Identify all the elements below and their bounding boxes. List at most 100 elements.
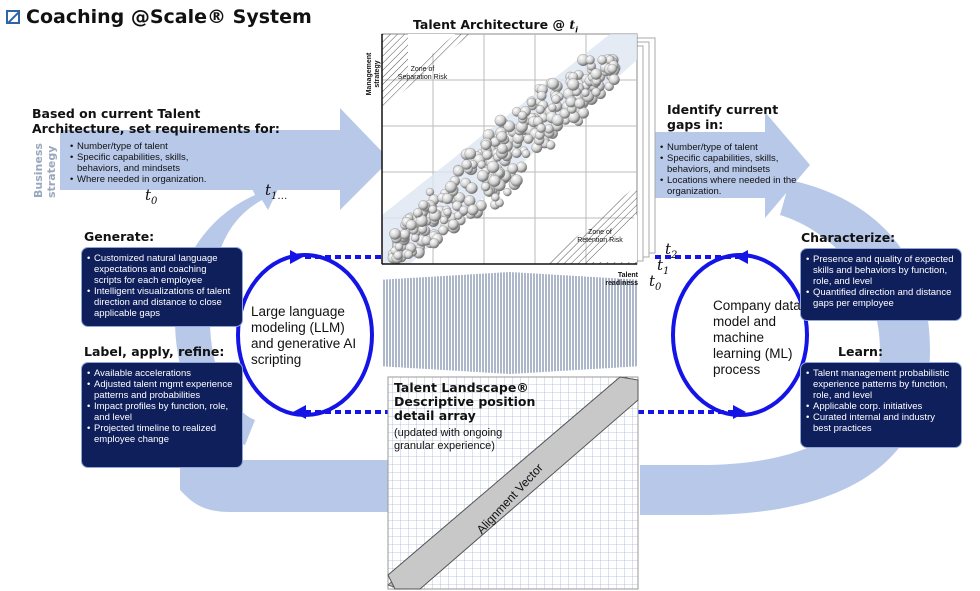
sphere-dot — [575, 98, 586, 109]
sphere-dot — [524, 134, 533, 143]
sphere-dot — [537, 124, 546, 133]
list-item: Number/type of talent — [70, 141, 220, 152]
sphere-dot — [453, 166, 464, 177]
sphere-dot — [598, 55, 607, 64]
t0-left-label: t0 — [145, 186, 157, 207]
sphere-dot — [481, 182, 490, 191]
llm-cycle-arrow-bottom — [293, 405, 306, 419]
sphere-dot — [444, 208, 452, 216]
sphere-dot — [405, 250, 413, 258]
sphere-dot — [508, 163, 518, 173]
sphere-dot — [548, 104, 556, 112]
list-item: Applicable corp. initiatives — [806, 401, 955, 412]
sphere-dot — [592, 88, 601, 97]
gaps-heading: Identify current gaps in: — [667, 102, 787, 132]
sphere-dot — [466, 183, 477, 194]
sphere-dot — [546, 141, 555, 150]
list-item: Adjusted talent mgmt experience patterns… — [87, 379, 236, 401]
gaps-list: Number/type of talent Specific capabilit… — [660, 142, 800, 197]
sphere-dot — [448, 219, 458, 229]
list-item: Impact profiles by function, role, and l… — [87, 401, 236, 423]
x-axis-label: Talent readiness — [588, 272, 638, 288]
sphere-dot — [495, 115, 506, 126]
landscape-subtext: (updated with ongoing granular experienc… — [394, 427, 534, 453]
page-title: Coaching @Scale® System — [26, 6, 312, 28]
label-apply-box: Available accelerations Adjusted talent … — [81, 362, 243, 468]
llm-cycle-arrow-top — [290, 250, 303, 264]
list-item: Intelligent visualizations of talent dir… — [87, 286, 236, 319]
sphere-dot — [518, 111, 527, 120]
generate-heading: Generate: — [84, 229, 154, 244]
list-item: Specific capabilities, skills, behaviors… — [70, 152, 220, 174]
page-title-row: Coaching @Scale® System — [6, 6, 312, 28]
sphere-dot — [522, 150, 530, 158]
list-item: Projected timeline to realized employee … — [87, 423, 236, 445]
learn-heading: Learn: — [838, 344, 883, 359]
list-item: Available accelerations — [87, 368, 236, 379]
y-axis-label: Management strategy — [366, 44, 382, 104]
list-item: Locations where needed in the organizati… — [660, 175, 800, 197]
list-item: Talent management probabilistic experien… — [806, 368, 955, 401]
sphere-dot — [465, 148, 476, 159]
list-item: Specific capabilities, skills, behaviors… — [660, 153, 800, 175]
logo-icon — [6, 10, 20, 24]
characterize-box: Presence and quality of expected skills … — [800, 248, 962, 321]
sphere-dot — [527, 98, 536, 107]
sphere-dot — [497, 131, 508, 142]
sphere-dot — [390, 228, 401, 239]
list-item: Presence and quality of expected skills … — [806, 254, 955, 287]
sphere-dot — [591, 69, 602, 80]
sphere-dot — [442, 193, 453, 204]
requirements-list: Number/type of talent Specific capabilit… — [70, 141, 220, 185]
sphere-dot — [462, 160, 472, 170]
sphere-dot — [489, 175, 501, 187]
sphere-dot — [413, 208, 422, 217]
sphere-dot — [419, 200, 429, 210]
sphere-dot — [497, 144, 507, 154]
sphere-dot — [468, 205, 479, 216]
sphere-dot — [504, 188, 512, 196]
sphere-dot — [552, 95, 561, 104]
sphere-dot — [394, 251, 403, 260]
list-item: Quantified direction and distance gaps p… — [806, 287, 955, 309]
ml-description: Company data model and machine learning … — [713, 298, 808, 378]
sphere-dot — [608, 64, 617, 73]
list-item: Where needed in organization. — [70, 174, 220, 185]
generate-box: Customized natural language expectations… — [81, 247, 243, 327]
sphere-dot — [586, 56, 595, 65]
label-apply-heading: Label, apply, refine: — [84, 344, 224, 359]
sphere-dot — [395, 243, 403, 251]
list-item: Number/type of talent — [660, 142, 800, 153]
business-strategy-label: Business strategy — [32, 133, 58, 198]
sphere-dot — [429, 238, 439, 248]
sphere-dot — [511, 175, 523, 187]
sphere-dot — [487, 161, 499, 173]
sphere-dot — [411, 234, 419, 242]
sphere-dot — [482, 150, 492, 160]
talent-architecture-heading: Talent Architecture @ ti — [413, 17, 578, 38]
list-item: Curated internal and industry best pract… — [806, 412, 955, 434]
sphere-dot — [429, 205, 437, 213]
sphere-dot — [536, 105, 545, 114]
zone-retention-label: Zone of Retention Risk — [575, 229, 625, 245]
llm-description: Large language modeling (LLM) and genera… — [251, 304, 366, 368]
sphere-dot — [567, 79, 579, 91]
sphere-dot — [547, 78, 559, 90]
list-item: Customized natural language expectations… — [87, 253, 236, 286]
sphere-dot — [537, 91, 546, 100]
sphere-dot — [406, 220, 417, 231]
sphere-dot — [491, 193, 499, 201]
sphere-dot — [481, 140, 491, 150]
sphere-dot — [581, 89, 589, 97]
sphere-dot — [459, 206, 468, 215]
t0-right-label: t0 — [649, 272, 661, 293]
characterize-heading: Characterize: — [801, 230, 895, 245]
sphere-dot — [445, 181, 457, 193]
landscape-heading: Talent Landscape® Descriptive position d… — [394, 381, 544, 423]
t1-left-label: t1… — [265, 181, 287, 202]
sphere-dot — [512, 149, 521, 158]
zone-separation-label: Zone of Separation Risk — [395, 66, 450, 82]
sphere-dot — [440, 216, 448, 224]
requirements-heading: Based on current Talent Architecture, se… — [32, 106, 282, 136]
sphere-dot — [609, 74, 620, 85]
